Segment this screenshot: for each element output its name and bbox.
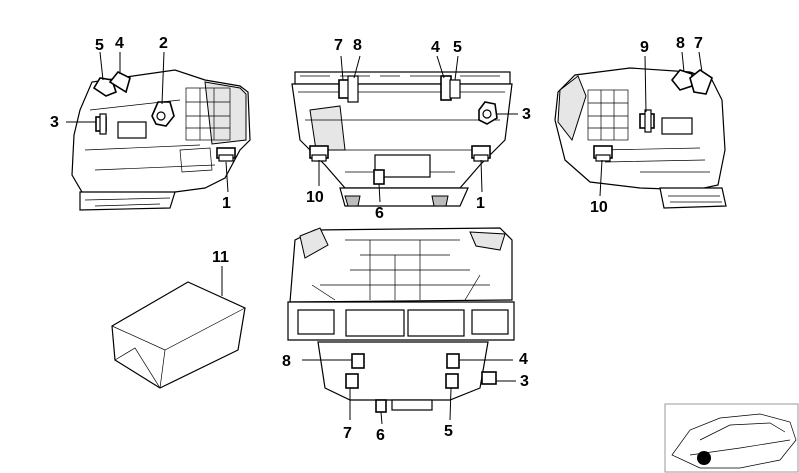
callout-8: 8 (353, 37, 362, 54)
callout-6: 6 (375, 205, 384, 222)
callout-7: 7 (694, 35, 703, 52)
callout-7: 7 (334, 37, 343, 54)
callout-4: 4 (431, 39, 440, 56)
callout-9: 9 (640, 39, 649, 56)
callout-8: 8 (282, 353, 291, 370)
callout-3: 3 (522, 106, 531, 123)
callout-4: 4 (519, 351, 528, 368)
top-callouts: 7 8 4 5 3 10 6 1 (306, 37, 531, 222)
location-marker-icon (697, 451, 711, 465)
callout-4: 4 (115, 35, 124, 52)
callout-10: 10 (306, 189, 324, 206)
callout-7: 7 (343, 425, 352, 442)
callout-3: 3 (50, 114, 59, 131)
callout-5: 5 (444, 423, 453, 440)
callout-6: 6 (376, 427, 385, 444)
left-callouts: 5 4 2 3 1 (50, 35, 231, 212)
heater-box-top-view (291, 55, 518, 207)
callout-5: 5 (453, 39, 462, 56)
heater-box-right-view (554, 51, 727, 209)
bottom-callouts: 8 4 3 7 6 5 (282, 351, 529, 444)
foam-pad (111, 266, 246, 389)
car-location-thumbnail (664, 403, 799, 473)
right-callouts: 9 8 7 10 (590, 35, 703, 216)
callout-1: 1 (222, 195, 231, 212)
heater-box-left-view (66, 51, 251, 211)
callout-8: 8 (676, 35, 685, 52)
callout-5: 5 (95, 37, 104, 54)
callout-11: 11 (212, 249, 229, 266)
callout-1: 1 (476, 195, 485, 212)
callout-2: 2 (159, 35, 168, 52)
heater-box-bottom-view (287, 227, 516, 425)
callout-10: 10 (590, 199, 608, 216)
callout-3: 3 (520, 373, 529, 390)
